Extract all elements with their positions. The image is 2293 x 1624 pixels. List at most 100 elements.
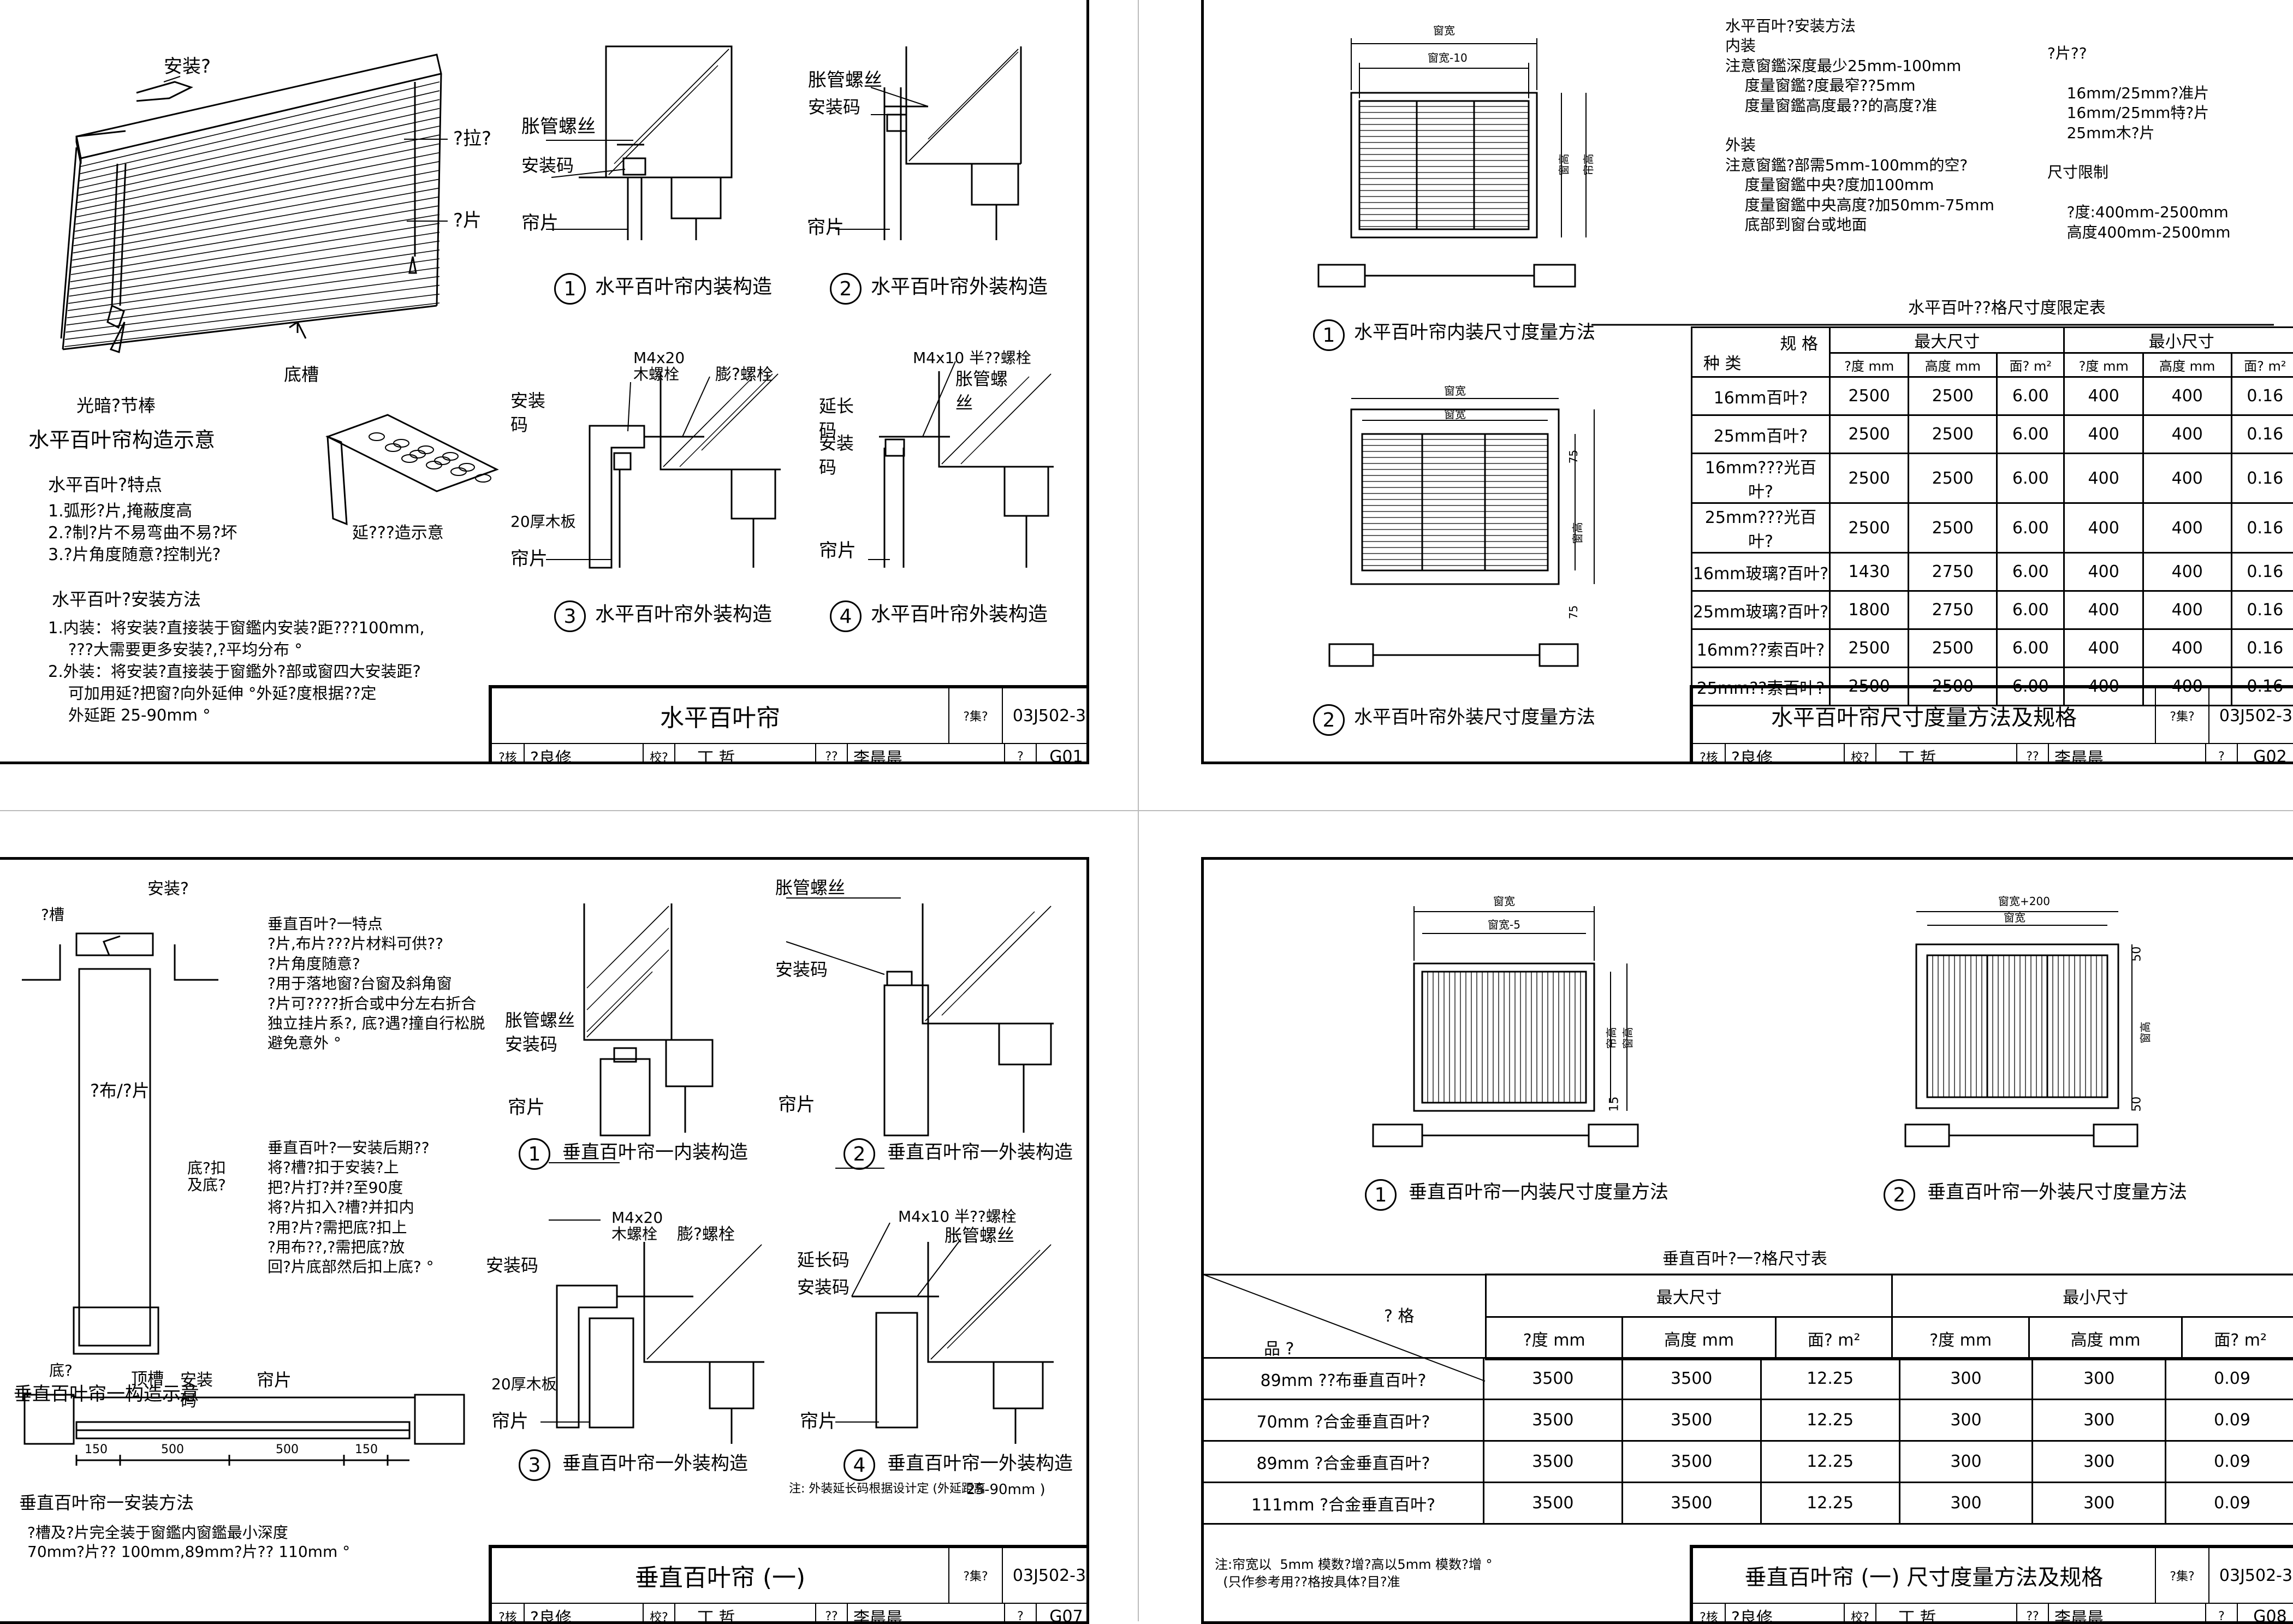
g07-d4-caption: 垂直百叶帘一外装构造 xyxy=(887,1453,1073,1474)
bracket-hole xyxy=(402,455,417,462)
d1-caption: 水平百叶帘内装构造 xyxy=(595,276,772,298)
g02-th-w2: ?度 mm xyxy=(2064,353,2143,377)
g02-th-h1: 高度 mm xyxy=(1909,353,1997,377)
g08-cell: 300 xyxy=(1899,1441,2033,1483)
g02-cell: 2500 xyxy=(1830,377,1909,415)
g08-c1-caption: 垂直百叶帘一内装尺寸度量方法 xyxy=(1409,1182,1668,1203)
g02-cell: 400 xyxy=(2064,553,2143,591)
g02-cell: 25mm百叶? xyxy=(1692,415,1830,454)
g02-th-corner: 规 格 种 类 xyxy=(1692,328,1830,377)
d3-caption: 水平百叶帘外装构造 xyxy=(595,603,772,626)
label-slat: ?片 xyxy=(453,210,482,231)
g08-cell: 12.25 xyxy=(1761,1483,1899,1524)
tb-proofer: 丁 哲 xyxy=(1875,743,2017,764)
d3-exp: 膨?螺栓 xyxy=(715,366,773,385)
d2-number: 2 xyxy=(830,273,862,305)
hatch-line xyxy=(70,223,439,282)
g08-cell: 111mm ?合金垂直百叶? xyxy=(1203,1483,1484,1524)
g02-th-h2: 高度 mm xyxy=(2143,353,2231,377)
g02-cell: 400 xyxy=(2143,503,2231,553)
g07-bottomclip: 底?扣 及底? xyxy=(187,1160,226,1194)
g08-th-h2: 高度 mm xyxy=(2029,1317,2182,1360)
g02-cell: 400 xyxy=(2143,454,2231,503)
tb-design: ?? xyxy=(2016,743,2049,764)
d3-curtain: 帘片 xyxy=(510,549,548,570)
g02-cell: 400 xyxy=(2064,503,2143,553)
titleblock-atlas: ?集? xyxy=(948,1547,1003,1604)
tb-pageno: G07 xyxy=(1036,1603,1089,1624)
g08-th-h1: 高度 mm xyxy=(1623,1317,1776,1360)
g02-cell: 0.16 xyxy=(2231,591,2293,629)
g07-plan-note: ?槽及?片完全装于窗鑑内窗鑑最小深度 70mm?片?? 100mm,89mm?片… xyxy=(27,1523,350,1561)
g08-d15: 15 xyxy=(1607,1097,1621,1112)
titleblock-code: 03J502-3 xyxy=(2208,1547,2293,1604)
d3-wood: 木螺栓 xyxy=(633,366,679,383)
d1-bolt: 胀管螺丝 xyxy=(521,116,596,138)
g02-cell: 0.16 xyxy=(2231,629,2293,668)
g02-cell: 6.00 xyxy=(1997,377,2064,415)
g08-hh: 帘高 xyxy=(1606,1027,1618,1049)
g07-slot: ?槽 xyxy=(41,906,64,924)
hatch-line xyxy=(609,66,718,175)
bracket-hole xyxy=(451,468,466,475)
tb-pageno: G02 xyxy=(2237,743,2293,764)
g02-hh: 帘高 xyxy=(1583,154,1595,176)
tb-checker: ?良修 xyxy=(524,1603,644,1624)
bracket-hole xyxy=(426,461,442,469)
titleblock-title: 水平百叶帘尺寸度量方法及规格 xyxy=(1692,687,2156,744)
d2-caption: 水平百叶帘外装构造 xyxy=(871,276,1048,298)
g02-cell: 6.00 xyxy=(1997,553,2064,591)
divider-horizontal xyxy=(0,810,2293,811)
bracket-hole xyxy=(394,439,409,447)
hatch-line xyxy=(925,912,1035,1021)
hatch-line xyxy=(68,259,439,311)
method-text: 1.内装：将安装?直接装于窗鑑内安装?距???100mm, ???大需要更多安装… xyxy=(48,617,425,726)
g08-th-w1: ?度 mm xyxy=(1486,1317,1623,1360)
g08-cell: 300 xyxy=(1899,1483,2033,1524)
g07-d4-ext: 延长码 xyxy=(797,1250,850,1270)
tb-checker: ?良修 xyxy=(1725,1603,1845,1624)
hatch-line xyxy=(723,49,729,55)
g08-cell: 0.09 xyxy=(2166,1441,2293,1483)
d1-number: 1 xyxy=(554,273,586,305)
g08-cell: 0.09 xyxy=(2166,1400,2293,1441)
g02-w: 窗宽 xyxy=(1433,25,1455,37)
g07-note2: 25-90mm ) xyxy=(966,1482,1045,1498)
g07-d1-caption: 垂直百叶帘一内装构造 xyxy=(562,1142,748,1163)
sheet-g08: 窗宽 窗宽-5 帘高 窗高 15 窗宽+200 窗宽 50 窗高 50 1 垂直… xyxy=(1201,857,2293,1624)
g07-d3-m: M4x20 xyxy=(611,1209,663,1227)
g08-cell: 70mm ?合金垂直百叶? xyxy=(1203,1400,1484,1441)
g02-cell: 400 xyxy=(2143,415,2231,454)
g02-cell: 6.00 xyxy=(1997,629,2064,668)
g08-cell: 3500 xyxy=(1483,1441,1622,1483)
g07-d2-caption: 垂直百叶帘一外装构造 xyxy=(887,1142,1073,1163)
tb-proofer: 丁 哲 xyxy=(674,1603,816,1624)
g02-th-kind: 种 类 xyxy=(1703,350,1742,374)
sheet-g02: 窗宽 窗宽-10 窗高 帘高 1 水平百叶帘内装尺寸度量方法 窗宽 窗宽 75 … xyxy=(1201,0,2293,764)
g07-illus-title: 垂直百叶帘一构造示意 xyxy=(14,1384,199,1405)
hatch-line xyxy=(75,153,439,224)
g08-cell: 3500 xyxy=(1483,1400,1622,1441)
tb-page: ? xyxy=(1004,743,1037,764)
hatch-line xyxy=(1029,906,1051,928)
g02-hh2: 窗高 xyxy=(1572,522,1584,544)
titleblock-g02: 水平百叶帘尺寸度量方法及规格 ?集? 03J502-3 ?核 ?良修 校? 丁 … xyxy=(1690,685,2293,764)
tb-designer: 李晨晨 xyxy=(2048,1603,2206,1624)
tb-designer: 李晨晨 xyxy=(847,1603,1005,1624)
bracket-hole xyxy=(418,446,433,454)
g07-plan-curtain: 帘片 xyxy=(257,1370,292,1390)
g02-cell: 400 xyxy=(2064,629,2143,668)
g07-d3-curtain: 帘片 xyxy=(491,1411,528,1432)
tb-check: ?核 xyxy=(491,1603,525,1624)
g02-cell: 0.16 xyxy=(2231,503,2293,553)
g02-cell: 0.16 xyxy=(2231,415,2293,454)
tb-proof: 校? xyxy=(643,743,675,764)
g02-cell: 16mm??索百叶? xyxy=(1692,629,1830,668)
g07-install: 安装? xyxy=(147,880,189,899)
